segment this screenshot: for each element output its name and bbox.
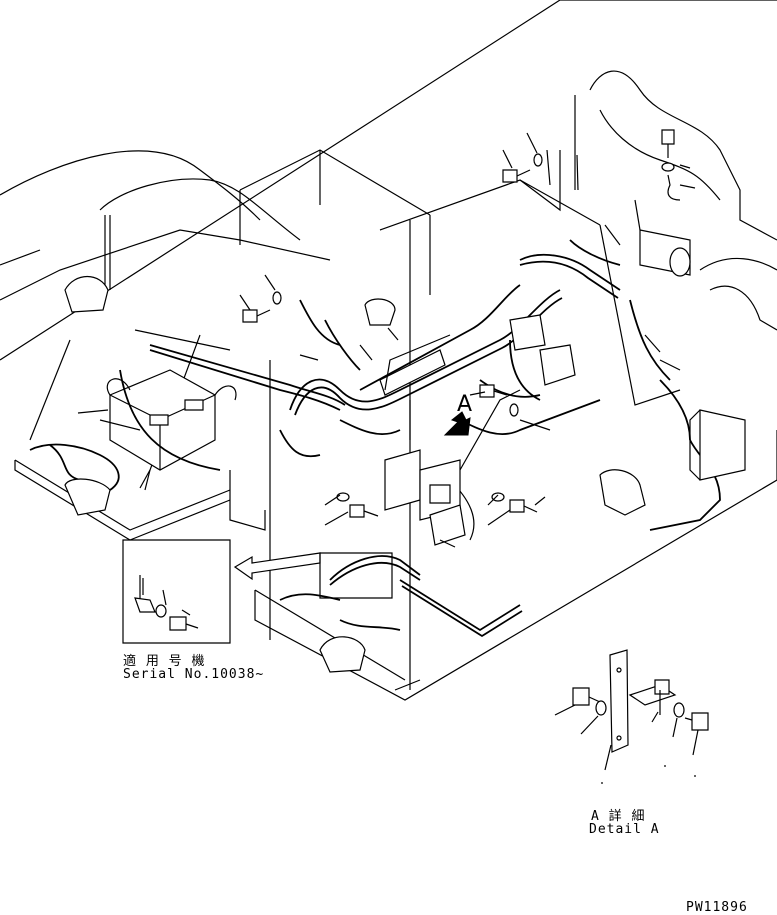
- lamp-icon: [65, 277, 108, 313]
- serial-jp-label: 適 用 号 機: [123, 654, 206, 669]
- leader-lines: [78, 133, 695, 547]
- bolts: [243, 130, 680, 517]
- serial-en-label: Serial No.10038~: [123, 667, 265, 682]
- left-harness: [30, 345, 345, 515]
- arrow-icon: [235, 553, 320, 579]
- center-harness: [280, 240, 720, 636]
- lamp-icon: [65, 479, 110, 515]
- bolt-icon: [350, 505, 378, 517]
- section-arrow-icon: [445, 412, 470, 435]
- washer-icon: [662, 163, 674, 171]
- battery-icon: [107, 370, 236, 470]
- bolt-icon: [503, 170, 530, 182]
- machine-frame: [0, 0, 777, 700]
- washer-icon: [156, 605, 166, 617]
- bolt-icon: [662, 130, 674, 158]
- operator-area: [65, 179, 300, 312]
- detail-box: [320, 553, 392, 598]
- serial-inset: [123, 540, 230, 643]
- center-components: [320, 230, 745, 672]
- section-a-label: A: [457, 392, 473, 417]
- washer-icon: [510, 404, 518, 416]
- washer-icon: [337, 493, 349, 501]
- washer-icon: [492, 493, 504, 501]
- bolt-icon: [573, 688, 589, 705]
- bolt-icon: [480, 385, 507, 397]
- washer-icon: [534, 154, 542, 166]
- washer-icon: [273, 292, 281, 304]
- washer-icon: [596, 701, 606, 715]
- drawing-number: PW11896: [686, 900, 748, 915]
- detail-jp-label: A 詳 細: [591, 809, 646, 824]
- bolt-icon: [243, 310, 270, 322]
- lamp-icon: [320, 637, 365, 672]
- washer-icon: [674, 703, 684, 717]
- bolt-icon: [170, 617, 186, 630]
- bolt-icon: [692, 713, 708, 730]
- detail-a-view: [555, 650, 708, 783]
- detail-en-label: Detail A: [589, 822, 660, 837]
- bolt-icon: [510, 500, 537, 512]
